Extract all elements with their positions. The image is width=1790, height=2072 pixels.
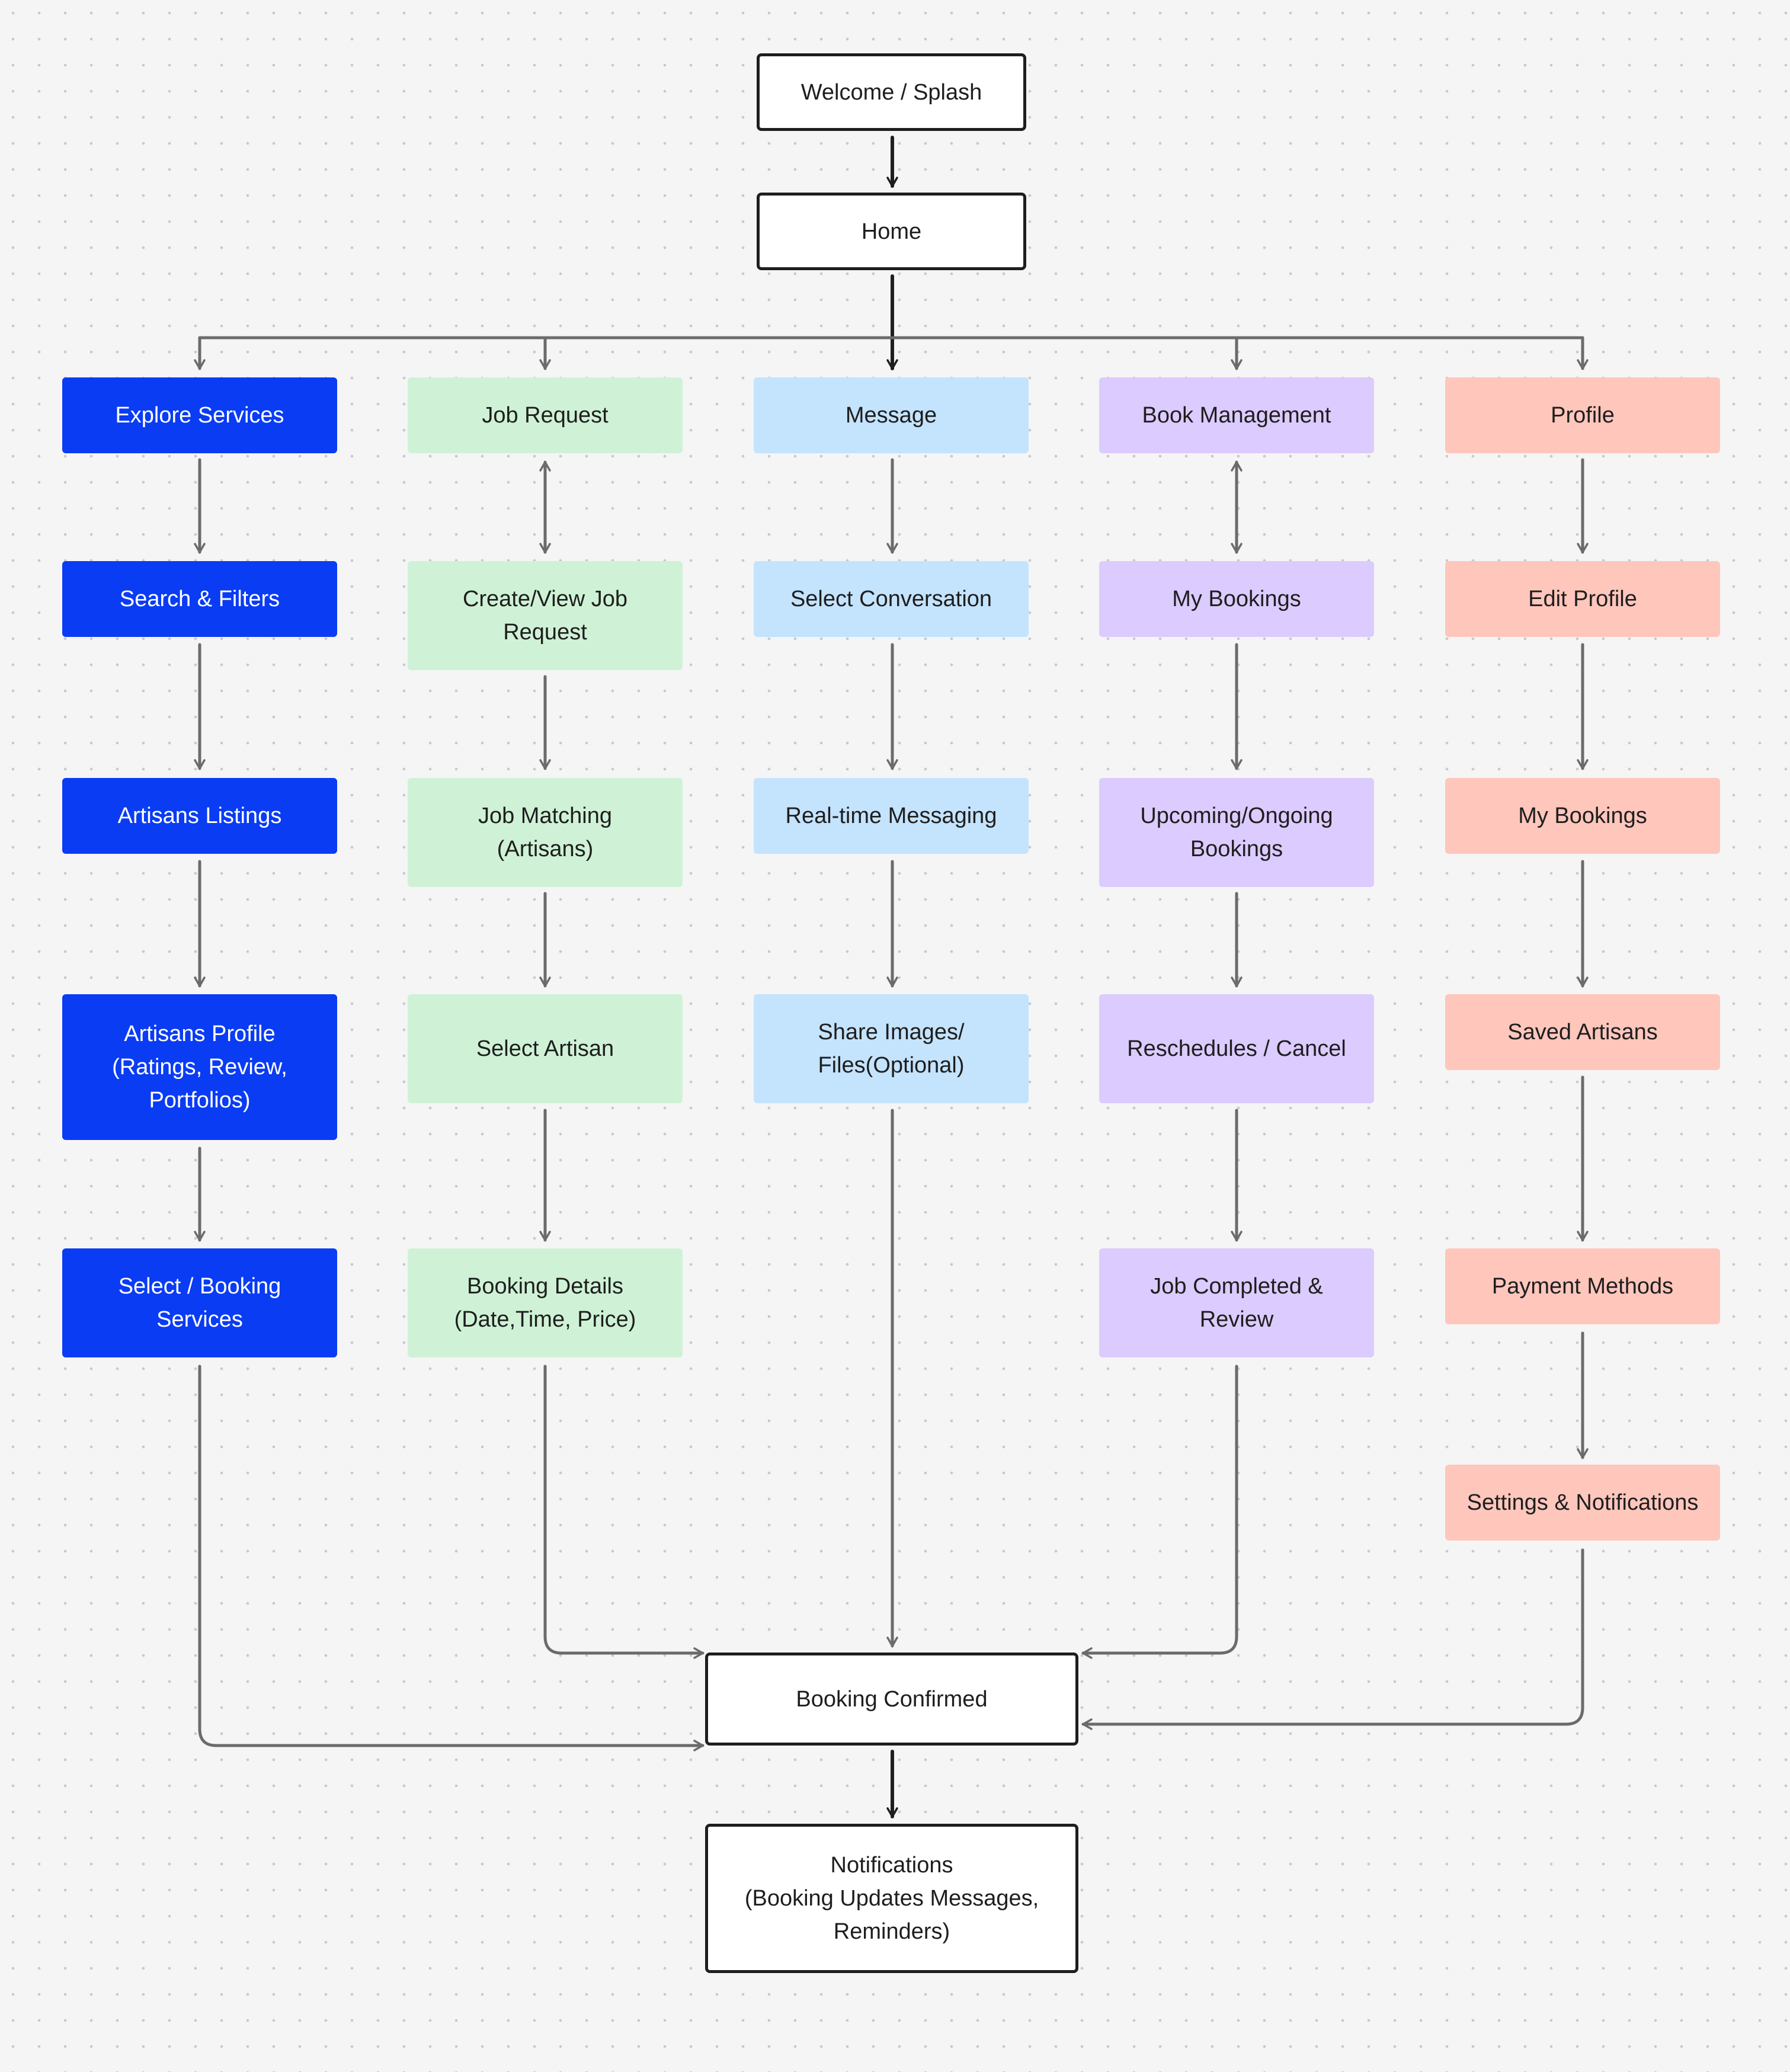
node-edit-profile[interactable]: Edit Profile [1445, 561, 1720, 637]
node-job-completed-review[interactable]: Job Completed &Review [1099, 1248, 1374, 1357]
node-saved-artisans[interactable]: Saved Artisans [1445, 994, 1720, 1070]
node-home[interactable]: Home [757, 193, 1026, 270]
node-realtime-messaging[interactable]: Real-time Messaging [754, 778, 1029, 854]
node-search-filters[interactable]: Search & Filters [62, 561, 337, 637]
edge-settings-confirmed [1081, 1548, 1584, 1730]
node-profile[interactable]: Profile [1445, 377, 1720, 453]
node-explore-services[interactable]: Explore Services [62, 377, 337, 453]
node-book-management[interactable]: Book Management [1099, 377, 1374, 453]
node-share-images-files[interactable]: Share Images/Files(Optional) [754, 994, 1029, 1103]
node-welcome-splash[interactable]: Welcome / Splash [757, 53, 1026, 131]
node-payment-methods[interactable]: Payment Methods [1445, 1248, 1720, 1324]
node-settings-notifications[interactable]: Settings & Notifications [1445, 1465, 1720, 1541]
node-job-request[interactable]: Job Request [408, 377, 683, 453]
node-artisans-listings[interactable]: Artisans Listings [62, 778, 337, 854]
edge-completed-confirmed [1081, 1365, 1238, 1659]
node-artisans-profile[interactable]: Artisans Profile(Ratings, Review,Portfol… [62, 994, 337, 1140]
node-booking-details[interactable]: Booking Details(Date,Time, Price) [408, 1248, 683, 1357]
node-message[interactable]: Message [754, 377, 1029, 453]
node-job-matching[interactable]: Job Matching(Artisans) [408, 778, 683, 887]
node-booking-confirmed[interactable]: Booking Confirmed [705, 1653, 1078, 1746]
node-notifications[interactable]: Notifications(Booking Updates Messages,R… [705, 1824, 1078, 1973]
node-my-bookings-bookmgmt[interactable]: My Bookings [1099, 561, 1374, 637]
edge-details-confirmed [543, 1365, 705, 1659]
node-my-bookings-profile[interactable]: My Bookings [1445, 778, 1720, 854]
node-select-artisan[interactable]: Select Artisan [408, 994, 683, 1103]
edge-selectbooking-confirmed [198, 1365, 705, 1751]
node-reschedules-cancel[interactable]: Reschedules / Cancel [1099, 994, 1374, 1103]
node-select-conversation[interactable]: Select Conversation [754, 561, 1029, 637]
